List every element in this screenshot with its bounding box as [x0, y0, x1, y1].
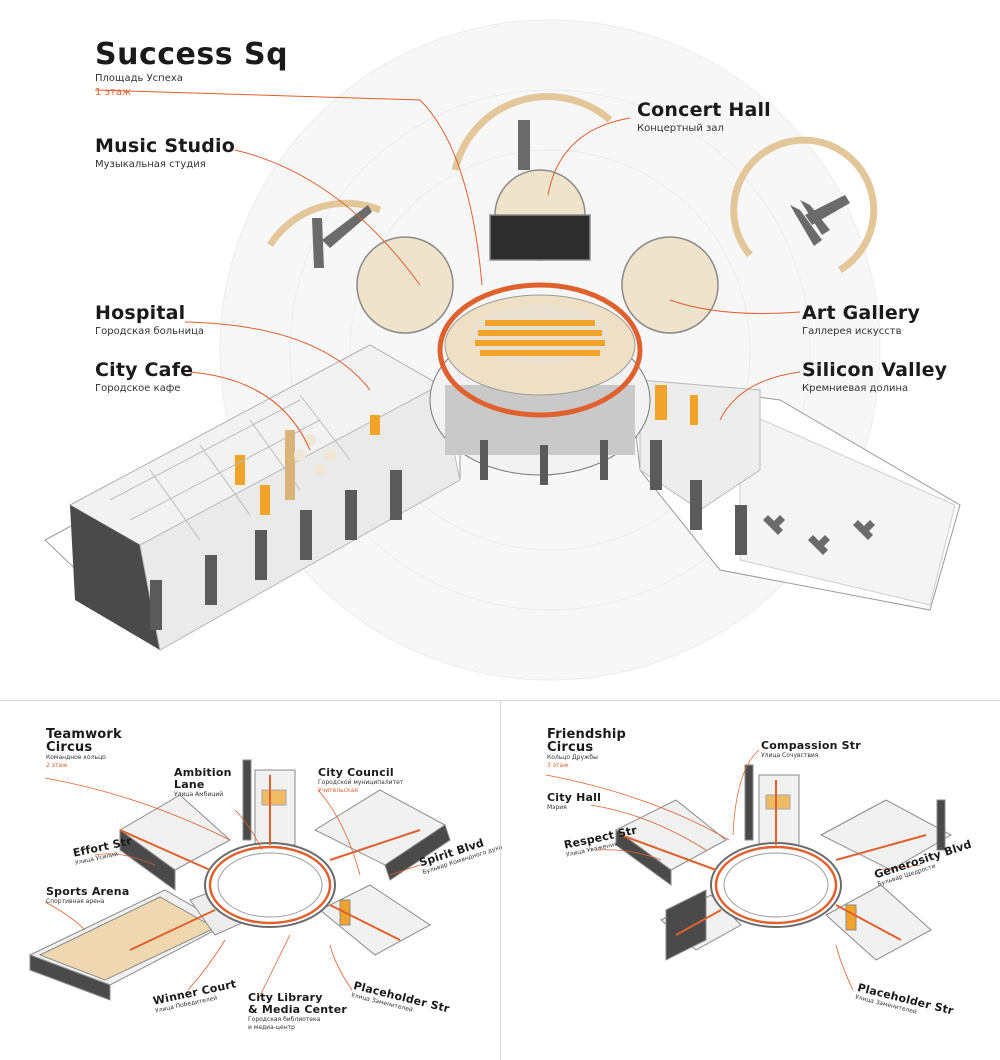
label-ambition-lane: Ambition Lane Улица Амбиций: [174, 767, 232, 799]
title: Sports Arena: [46, 885, 130, 898]
subtitle: Кольцо Дружбы: [547, 754, 598, 761]
subtitle-line-1: Городская библиотека: [248, 1016, 321, 1023]
title-line-1: City Library: [248, 991, 323, 1004]
subtitle: Музыкальная студия: [95, 159, 206, 170]
wing-ne: [313, 789, 451, 881]
wing-n-3: [744, 764, 800, 846]
label-silicon-valley: Silicon Valley Кремниевая долина: [802, 359, 947, 396]
floor-2-plan: Teamwork Circus Командное кольцо 2 этаж …: [0, 700, 503, 1060]
floor-1-drawing: [44, 19, 961, 681]
title: City Council: [318, 766, 394, 779]
wing-n: [242, 759, 296, 846]
wing-se: [319, 884, 431, 956]
floor-label: 1 этаж: [95, 87, 131, 98]
label-success-sq: Success Sq Площадь Успеха 1 этаж: [95, 38, 288, 99]
label-concert-hall: Concert Hall Концертный зал: [637, 99, 771, 136]
title: Music Studio: [95, 135, 235, 157]
central-rotunda: [429, 282, 651, 485]
subtitle: Концертный зал: [637, 123, 724, 134]
subtitle: Галлерея искусств: [802, 326, 902, 337]
title: Silicon Valley: [802, 359, 948, 381]
title: City Cafe: [95, 359, 194, 381]
label-art-gallery: Art Gallery Галлерея искусств: [802, 302, 920, 339]
subtitle: Кремниевая долина: [802, 383, 909, 394]
title-line-1: Teamwork: [46, 727, 122, 742]
subtitle: Городская больница: [95, 326, 204, 337]
title: Concert Hall: [637, 99, 771, 121]
title: Art Gallery: [802, 302, 921, 324]
title: City Hall: [547, 791, 602, 804]
subtitle: Площадь Успеха: [95, 73, 183, 84]
label-city-library: City Library & Media Center Городская би…: [248, 992, 347, 1032]
wing-ne-3: [819, 799, 953, 871]
label-city-cafe: City Cafe Городское кафе: [95, 359, 193, 396]
floor-2-drawing: [28, 759, 451, 1001]
floor-label: 3 этаж: [547, 762, 569, 769]
lobes: [356, 169, 719, 334]
right-wing: [629, 379, 961, 611]
title-line-1: Ambition: [174, 766, 232, 779]
label-teamwork-circus: Teamwork Circus Командное кольцо 2 этаж: [46, 728, 122, 770]
floor-label: 2 этаж: [46, 762, 68, 769]
label-music-studio: Music Studio Музыкальная студия: [95, 135, 235, 172]
title-line-2: Circus: [46, 740, 93, 755]
subtitle: Улица Сочувствия: [761, 752, 819, 759]
title: Compassion Str: [761, 739, 861, 752]
title-line-2: Circus: [547, 740, 594, 755]
leader-lines-2: [44, 777, 421, 1001]
title: Success Sq: [95, 37, 289, 72]
ring-2: [119, 775, 421, 951]
extra-label: Учительская: [318, 787, 358, 794]
label-city-council: City Council Городской муниципалитет Учи…: [318, 767, 403, 795]
left-wing: [44, 344, 461, 651]
label-friendship-circus: Friendship Circus Кольцо Дружбы 3 этаж: [547, 728, 626, 770]
floor-3-drawing: [545, 749, 953, 991]
subtitle: Мэрия: [547, 804, 567, 811]
floor-3-plan: Friendship Circus Кольцо Дружбы 3 этаж C…: [500, 700, 1000, 1060]
wooden-arcs: [267, 93, 878, 273]
floor-1-plan: Success Sq Площадь Успеха 1 этаж Music S…: [44, 19, 961, 681]
label-city-hall: City Hall Мэрия: [547, 792, 601, 812]
title-line-1: Friendship: [547, 727, 627, 742]
seating: [475, 320, 605, 356]
label-sports-arena: Sports Arena Спортивная арена: [46, 886, 129, 906]
wing-se-3: [825, 884, 932, 961]
subtitle: Командное кольцо: [46, 754, 106, 761]
title: Hospital: [95, 302, 186, 324]
subtitle: Городской муниципалитет: [318, 779, 404, 786]
subtitle: Городское кафе: [95, 383, 181, 394]
subtitle: Спортивная арена: [46, 898, 105, 905]
title-line-2: Lane: [174, 778, 205, 791]
leader-lines: [94, 89, 801, 451]
ring-3: [620, 780, 927, 941]
subtitle-line-2: и медиа-центр: [248, 1024, 295, 1031]
subtitle: Улица Амбиций: [174, 791, 224, 798]
label-compassion-str: Compassion Str Улица Сочувствия: [761, 740, 861, 760]
title-line-2: & Media Center: [248, 1003, 348, 1016]
label-hospital: Hospital Городская больница: [95, 302, 204, 339]
leader-lines-3: [545, 749, 922, 991]
